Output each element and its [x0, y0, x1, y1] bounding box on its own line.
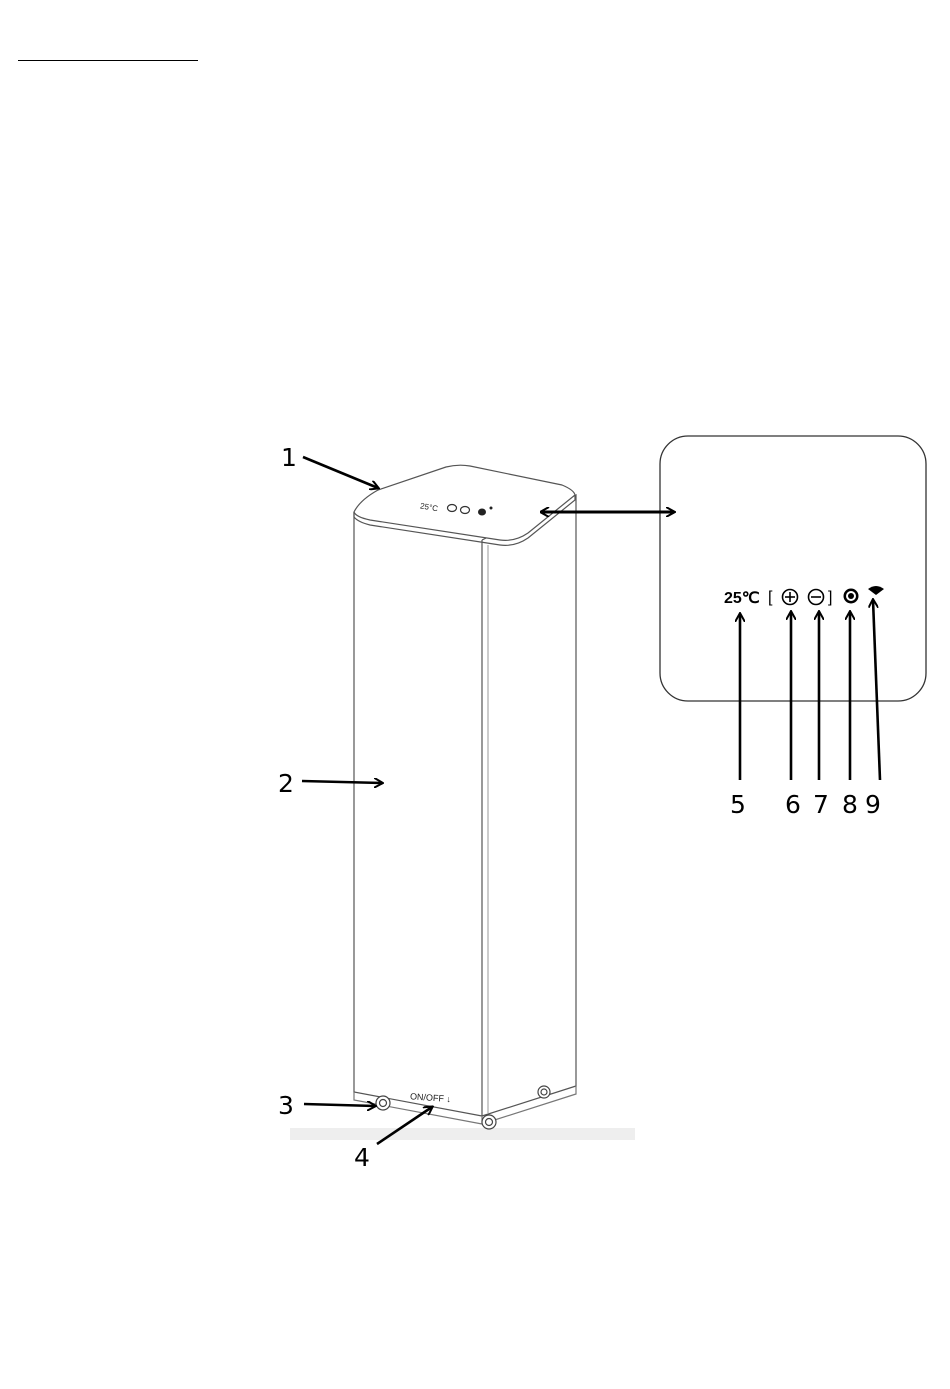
- wheels: [376, 1086, 550, 1129]
- wheel-front-right: [482, 1115, 496, 1129]
- callout-5: 5: [730, 790, 746, 819]
- temperature-display: 25℃: [724, 590, 760, 607]
- arrow-2: [302, 781, 382, 783]
- callout-4: 4: [354, 1143, 370, 1172]
- lid-timer-mini-icon: [478, 509, 486, 516]
- control-panel-zoom: [660, 436, 926, 701]
- bracket-open: [: [768, 589, 773, 606]
- tower-unit: [354, 495, 576, 1124]
- callout-3: 3: [278, 1091, 294, 1120]
- callout-1: 1: [281, 443, 297, 472]
- callout-9: 9: [865, 790, 881, 819]
- callout-2: 2: [278, 769, 294, 798]
- on-off-switch-label: ON/OFF ↓: [410, 1091, 452, 1104]
- arrow-1: [303, 457, 378, 488]
- bracket-close: ]: [828, 589, 832, 606]
- timer-icon: [844, 589, 859, 604]
- callout-8: 8: [842, 790, 858, 819]
- floor-shadow: [290, 1128, 635, 1140]
- callout-7: 7: [813, 790, 829, 819]
- top-lid: [354, 465, 575, 545]
- lid-wifi-mini-icon: [490, 507, 493, 510]
- wheel-front-left: [376, 1096, 390, 1110]
- arrow-3: [304, 1104, 375, 1106]
- wheel-back-right: [538, 1086, 550, 1098]
- callout-6: 6: [785, 790, 801, 819]
